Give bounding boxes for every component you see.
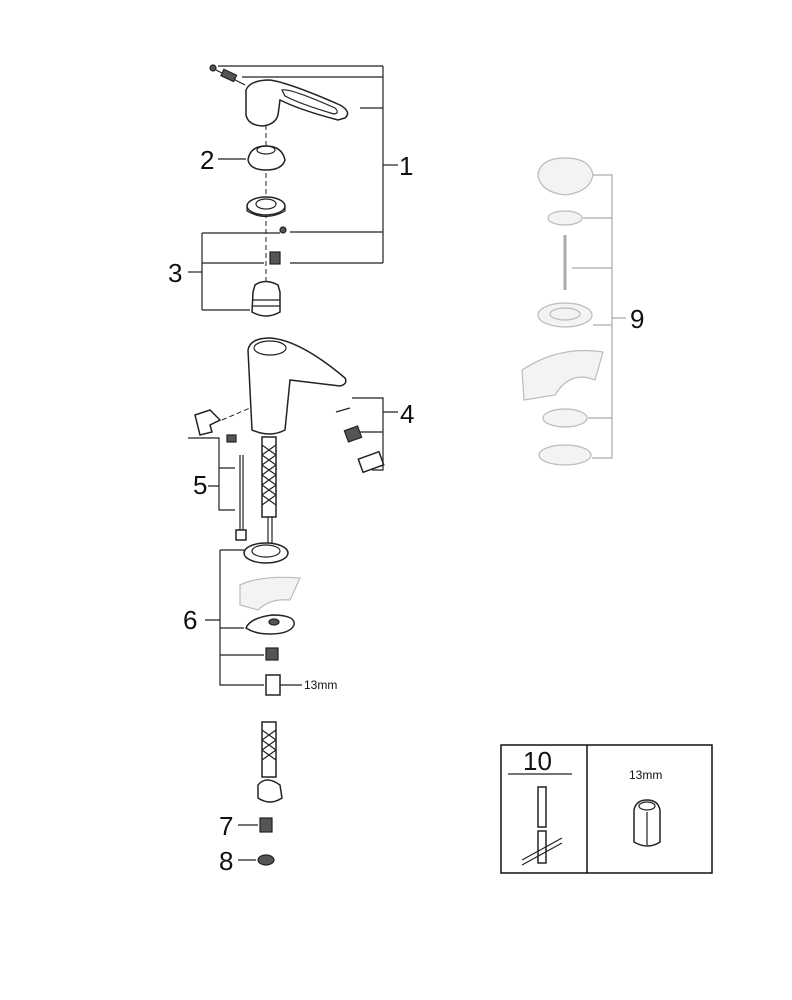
part-9-pop-up-waste: 9 <box>521 157 644 466</box>
part-10-wrench-tool <box>521 786 563 866</box>
part-7-nut: 7 <box>219 811 273 841</box>
part-5-pop-up-rod: 5 <box>188 407 251 541</box>
label-part-9: 9 <box>630 304 644 334</box>
label-part-8: 8 <box>219 846 233 876</box>
label-part-6: 6 <box>183 605 197 635</box>
tool-box: 10 13mm <box>500 744 713 874</box>
small-screw <box>279 226 287 234</box>
label-part-5: 5 <box>193 470 207 500</box>
label-part-4: 4 <box>400 399 414 429</box>
part-8-filter: 8 <box>219 846 275 876</box>
part-4-aerator: 4 <box>335 397 414 474</box>
label-part-1: 1 <box>399 151 413 181</box>
wrench-size-label: 13mm <box>304 678 337 692</box>
label-part-3: 3 <box>168 258 182 288</box>
tool-box-size-label: 13mm <box>629 768 662 782</box>
insert <box>269 251 281 265</box>
label-part-2: 2 <box>200 145 214 175</box>
hose-connection <box>257 721 283 803</box>
retaining-nut <box>246 196 286 218</box>
set-screw <box>220 68 238 83</box>
part-1-handle-assembly: 1 <box>209 64 413 264</box>
hex-socket <box>633 799 661 847</box>
part-2-cover-cap: 2 <box>200 145 286 175</box>
lever-handle <box>245 79 349 127</box>
part-3-cartridge: 3 <box>168 226 287 317</box>
screw <box>209 64 217 72</box>
part-6-mounting-set: 6 13mm <box>183 542 337 696</box>
label-part-10: 10 <box>523 746 552 776</box>
label-part-7: 7 <box>219 811 233 841</box>
faucet-body <box>247 337 347 545</box>
